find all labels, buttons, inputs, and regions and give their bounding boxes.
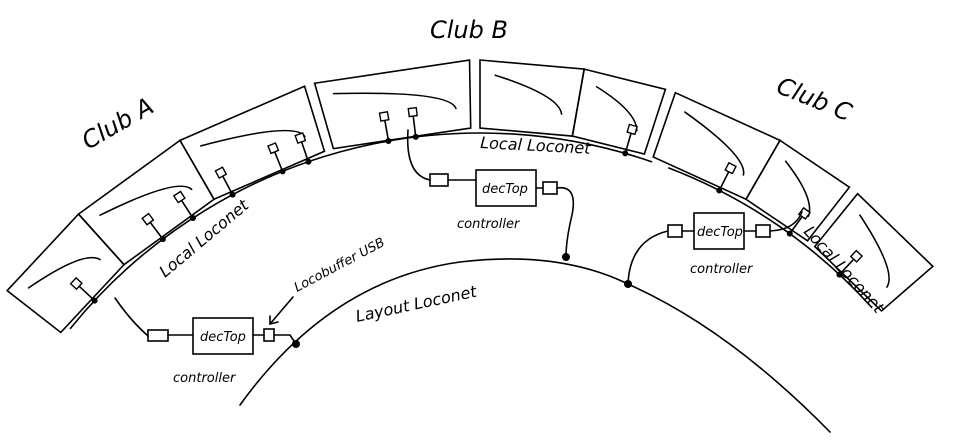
junction-dot <box>385 138 392 145</box>
layout-module <box>313 59 472 150</box>
junction-dot <box>159 236 166 243</box>
locobuffer-usb-label: Locobuffer USB <box>292 235 388 295</box>
local-loconet-line <box>369 132 653 163</box>
dectop-label: decTop <box>697 225 743 240</box>
device-box <box>214 166 228 179</box>
local-loconet-a-label: Local Loconet <box>155 195 252 281</box>
junction-dot <box>786 230 793 237</box>
local-loconet-c-label: Local Loconet <box>800 222 888 317</box>
layout-module <box>178 85 326 201</box>
junction-dot <box>305 158 312 165</box>
device-box <box>849 249 864 263</box>
local-loconet-line <box>668 167 873 309</box>
layout-module <box>479 59 586 137</box>
device-box <box>378 110 390 122</box>
controller-label: controller <box>457 217 521 232</box>
connector <box>542 181 558 195</box>
track-sketch <box>859 214 890 288</box>
layout-loconet-line <box>239 258 831 433</box>
junction-dot <box>189 215 196 222</box>
device-box <box>267 142 280 155</box>
device-box <box>797 206 812 220</box>
local-loconet-line <box>69 143 372 330</box>
layout-module <box>571 68 667 155</box>
connector <box>147 329 169 342</box>
controller-label: controller <box>173 371 237 386</box>
track-sketch <box>27 256 101 289</box>
junction-dot <box>836 271 843 278</box>
device-box <box>172 190 186 204</box>
device-box <box>724 161 737 175</box>
track-sketch <box>784 160 811 218</box>
dectop-label: decTop <box>200 330 246 345</box>
junction-dot <box>716 187 723 194</box>
track-sketch <box>332 92 457 110</box>
club-b-label: Club B <box>430 16 508 44</box>
layout-module <box>6 212 126 334</box>
connector <box>755 224 771 238</box>
dectop-label: decTop <box>482 182 528 197</box>
device-box <box>407 106 418 118</box>
controller-a: decTop controller <box>114 297 297 386</box>
connector <box>429 173 449 187</box>
layout-modules <box>6 59 935 334</box>
layout-module <box>813 192 935 313</box>
local-loconet-lines <box>69 106 873 330</box>
track-sketch <box>200 129 306 147</box>
locobuffer-connector <box>263 328 275 342</box>
controller-c: decTop controller <box>627 211 803 285</box>
device-box <box>141 212 155 226</box>
junction-dot <box>279 168 286 175</box>
layout-module <box>652 91 782 201</box>
device-box <box>294 132 307 145</box>
layout-module <box>744 139 851 242</box>
device-box <box>626 123 638 136</box>
junction-dot <box>622 150 629 157</box>
connector <box>667 224 683 238</box>
controller-b: decTop controller <box>406 129 575 258</box>
track-sketch <box>494 74 563 115</box>
locobuffer-arrow <box>269 296 294 326</box>
club-a-label: Club A <box>77 92 158 155</box>
junction-dot <box>91 297 98 304</box>
junction-dot <box>412 133 419 140</box>
junction-dot <box>229 191 236 198</box>
track-sketch <box>684 111 745 176</box>
track-sketch <box>99 185 193 216</box>
controller-label: controller <box>690 262 754 277</box>
dectop-box <box>192 317 254 355</box>
club-c-label: Club C <box>773 72 856 127</box>
device-box <box>69 276 83 291</box>
